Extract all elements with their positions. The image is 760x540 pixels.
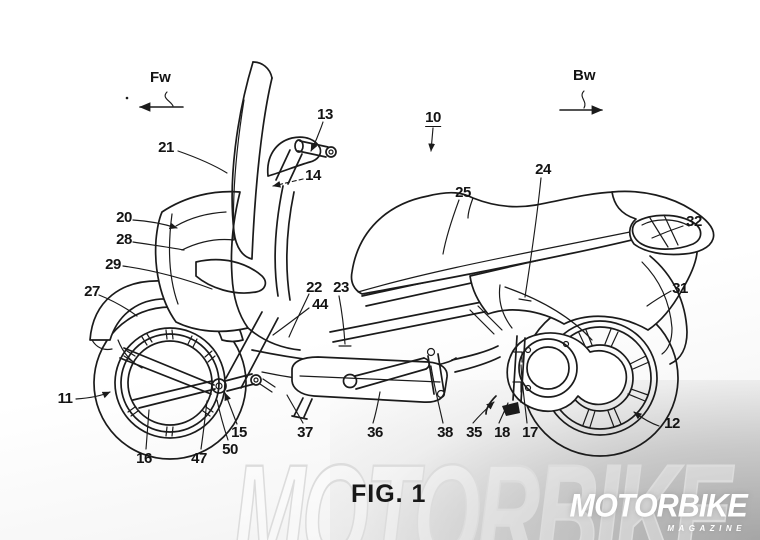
ref-label-16: 16 <box>136 450 152 467</box>
ref-label-24: 24 <box>535 161 551 178</box>
undercover <box>291 356 448 420</box>
tail-light <box>631 214 702 250</box>
ref-label-20: 20 <box>116 209 132 226</box>
ref-label-50: 50 <box>222 441 238 458</box>
ref-label-32: 32 <box>686 213 702 230</box>
engine-case <box>485 332 628 416</box>
ref-label-11: 11 <box>57 390 73 407</box>
windscreen <box>231 61 273 260</box>
ref-label-28: 28 <box>116 231 132 248</box>
ref-label-36: 36 <box>367 424 383 441</box>
swingarm <box>342 345 501 399</box>
ref-label-14: 14 <box>305 167 321 184</box>
motorbike-magazine-logo: MOTORBIKE MAGAZINE <box>569 487 748 533</box>
ref-label-29: 29 <box>105 256 121 273</box>
rear-fender <box>641 255 688 365</box>
ref-label-38: 38 <box>437 424 453 441</box>
ref-label-47: 47 <box>191 450 207 467</box>
ref-label-27: 27 <box>84 283 100 300</box>
logo-subtitle: MAGAZINE <box>667 524 746 533</box>
ref-label-18: 18 <box>494 424 510 441</box>
ref-label-35: 35 <box>466 424 482 441</box>
figure-caption: FIG. 1 <box>351 480 427 508</box>
ref-label-17: 17 <box>522 424 538 441</box>
front-wheel <box>93 306 276 460</box>
watermark-text: MOTORBIKE <box>233 436 735 540</box>
ref-label-44: 44 <box>312 296 328 313</box>
ref-label-31: 31 <box>672 280 688 297</box>
direction-arrows <box>125 90 603 115</box>
front-suspension-arm <box>225 311 279 389</box>
leg-shield <box>154 190 301 351</box>
ref-label-22: 22 <box>306 279 322 296</box>
ref-label-37: 37 <box>297 424 313 441</box>
ref-label-10: 10 <box>425 109 441 127</box>
logo-title: MOTORBIKE <box>569 487 748 524</box>
ref-label-12: 12 <box>664 415 680 432</box>
fw-direction-label: Fw <box>150 69 171 86</box>
leader-lines <box>75 121 684 450</box>
ref-label-21: 21 <box>158 139 174 156</box>
ref-label-25: 25 <box>455 184 471 201</box>
ref-label-13: 13 <box>317 106 333 123</box>
bw-direction-label: Bw <box>573 67 596 84</box>
ref-label-15: 15 <box>231 424 247 441</box>
ref-label-23: 23 <box>333 279 349 296</box>
handlebar <box>266 136 337 185</box>
tail-cover <box>611 190 715 256</box>
